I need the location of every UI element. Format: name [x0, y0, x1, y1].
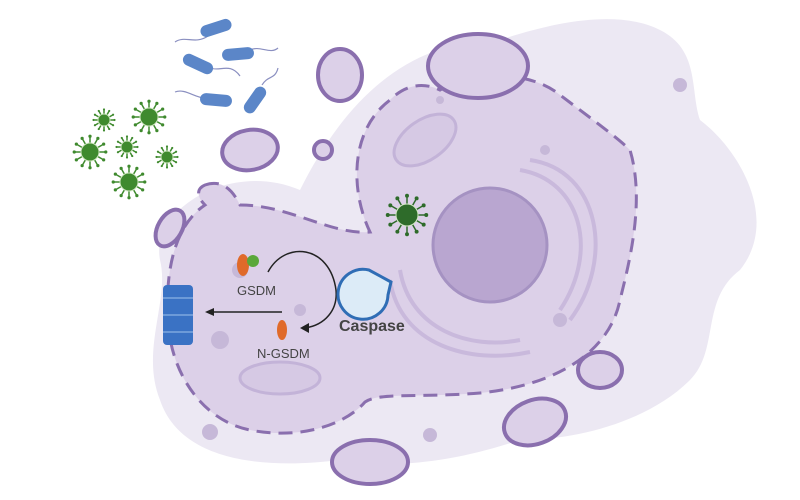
n-gsdm-label: N-GSDM	[257, 346, 310, 361]
cell-membrane	[166, 74, 638, 435]
gsdm-label: GSDM	[237, 283, 276, 298]
virus-icon	[111, 164, 147, 200]
intracellular-virus	[385, 193, 429, 237]
virus-icon	[92, 108, 116, 132]
endoplasmic-reticulum	[388, 158, 598, 358]
virus-icon	[115, 135, 139, 159]
virus-icon	[385, 193, 429, 237]
gsdm-protein	[237, 254, 259, 276]
viruses	[72, 99, 179, 200]
vesicle	[426, 32, 530, 100]
mitochondrion	[392, 112, 458, 168]
extracellular-vesicles	[153, 47, 624, 486]
bacteria	[174, 18, 279, 114]
caspase-label: Caspase	[339, 318, 405, 335]
virus-icon	[155, 145, 179, 169]
virus-icon	[72, 134, 108, 170]
mitochondrion	[238, 360, 322, 396]
virus-icon	[131, 99, 167, 135]
arrowhead	[300, 323, 309, 333]
n-gsdm-protein	[277, 320, 287, 340]
cleavage-arrow	[267, 250, 337, 329]
gasdermin-pore	[163, 285, 193, 345]
nucleus	[431, 186, 549, 304]
arrowhead	[205, 308, 214, 316]
caspase-enzyme	[336, 267, 393, 321]
